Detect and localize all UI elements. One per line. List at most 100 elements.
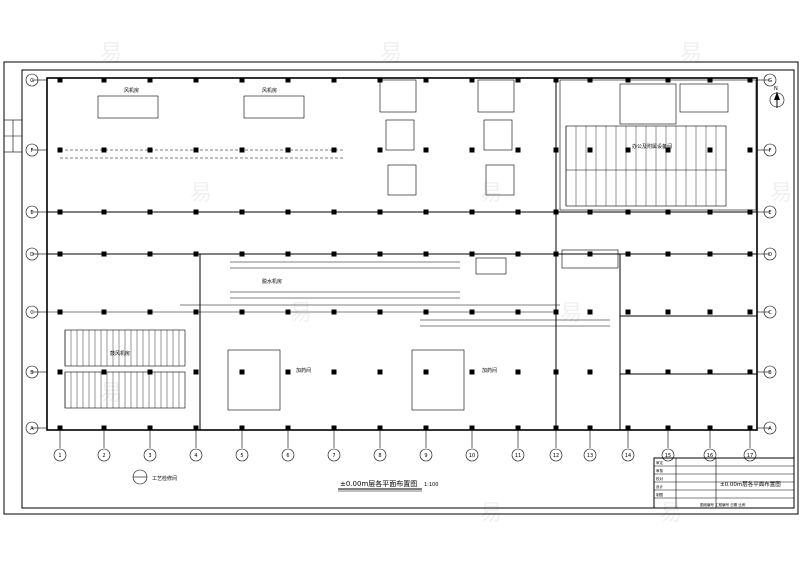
grid-bubble (763, 205, 777, 219)
watermark-glyph: 易 (660, 501, 682, 526)
label-upper-room-b: 风机房 (262, 87, 277, 94)
grid-column-label: 3 (148, 453, 151, 459)
column-marker (239, 209, 245, 215)
column-marker (377, 251, 383, 257)
tb-row-2: 审核 (656, 468, 664, 473)
column-marker (747, 309, 753, 315)
column-marker (747, 425, 753, 431)
column-marker (239, 77, 245, 83)
grid-column-label: 15 (665, 453, 671, 459)
grid-bubble (763, 421, 777, 435)
column-marker (331, 209, 337, 215)
grid-column-label: 6 (286, 453, 289, 459)
grid-row-label: F (31, 148, 34, 154)
watermark-glyph: 易 (190, 181, 212, 206)
grid-column-label: 2 (102, 453, 105, 459)
column-marker (285, 309, 291, 315)
grid-column-label: 17 (747, 453, 753, 459)
column-marker (377, 77, 383, 83)
grid-row-label: A (768, 426, 772, 432)
column-marker (625, 309, 631, 315)
grid-bubble (763, 73, 777, 87)
column-marker (747, 209, 753, 215)
column-marker (147, 77, 153, 83)
column-marker (515, 209, 521, 215)
column-marker (193, 251, 199, 257)
column-marker (423, 309, 429, 315)
column-marker (707, 251, 713, 257)
grid-bubble (763, 365, 777, 379)
column-marker (665, 77, 671, 83)
column-marker (665, 147, 671, 153)
grid-column-label: 9 (424, 453, 427, 459)
tb-row-5: 制图 (656, 492, 664, 497)
column-marker (747, 251, 753, 257)
column-marker (707, 147, 713, 153)
column-marker (239, 309, 245, 315)
grid-bubble (281, 448, 295, 462)
column-marker (553, 77, 559, 83)
grid-column-label: 5 (240, 453, 243, 459)
grid-column-label: 16 (707, 453, 713, 459)
column-marker (665, 369, 671, 375)
legend-symbol (132, 469, 148, 485)
column-marker (515, 147, 521, 153)
column-marker (665, 309, 671, 315)
column-marker (747, 77, 753, 83)
binding-strip (3, 119, 23, 153)
column-marker (147, 369, 153, 375)
grid-bubble (25, 247, 39, 261)
column-marker (423, 251, 429, 257)
column-marker (587, 209, 593, 215)
column-marker (101, 77, 107, 83)
grid-column-label: 12 (553, 453, 559, 459)
column-marker (625, 425, 631, 431)
column-marker (101, 251, 107, 257)
column-marker (587, 309, 593, 315)
grid-row-label: D (30, 252, 34, 258)
grid-row-label: B (768, 370, 772, 376)
watermark-glyph: 易 (680, 41, 702, 66)
grid-row-label: F (769, 148, 772, 154)
column-marker (331, 77, 337, 83)
grid-bubble (465, 448, 479, 462)
center-rooms (227, 249, 619, 411)
column-marker (553, 425, 559, 431)
grid-bubble (661, 448, 675, 462)
column-marker (285, 425, 291, 431)
column-marker (331, 425, 337, 431)
title-block (653, 457, 795, 509)
grid-bubble (53, 448, 67, 462)
column-marker (377, 309, 383, 315)
grid-bubble (763, 305, 777, 319)
grid-column-label: 10 (469, 453, 475, 459)
grid-bubble (25, 205, 39, 219)
pipe-routing (60, 149, 610, 327)
label-upper-room-a: 风机房 (124, 87, 139, 94)
grid-column-label: 8 (378, 453, 381, 459)
grid-bubble (25, 143, 39, 157)
grid-bubble (419, 448, 433, 462)
drawing-scale: 1:100 (424, 482, 438, 488)
column-marker (193, 147, 199, 153)
column-marker (57, 77, 63, 83)
watermark-glyph: 易 (560, 301, 582, 326)
grid-bubble (327, 448, 341, 462)
column-marker (665, 209, 671, 215)
column-marker (625, 209, 631, 215)
watermark-glyph: 易 (100, 41, 122, 66)
sheet-border (3, 61, 799, 515)
grid-bubble (97, 448, 111, 462)
column-marker (193, 369, 199, 375)
grid-bubble (189, 448, 203, 462)
column-marker (101, 309, 107, 315)
column-marker (423, 369, 429, 375)
grid-row-label: D (768, 252, 772, 258)
grid-bubble (143, 448, 157, 462)
column-marker (285, 209, 291, 215)
grid-column-label: 14 (625, 453, 631, 459)
column-marker (57, 209, 63, 215)
column-marker (469, 251, 475, 257)
